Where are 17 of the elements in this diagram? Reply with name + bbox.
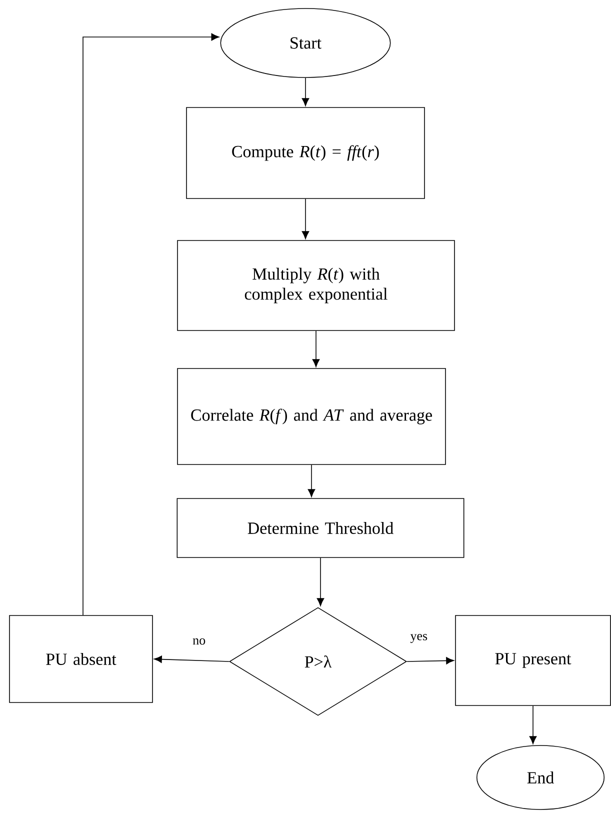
arrow — [529, 706, 537, 744]
process-box: PU absent — [9, 615, 153, 703]
arrow — [312, 330, 320, 368]
arrow — [316, 558, 324, 606]
process-box: Multiply R(t) with complex exponential — [177, 240, 455, 331]
arrow — [154, 656, 230, 663]
arrow — [308, 464, 316, 498]
process-box: Compute R(t) = fft(r) — [186, 107, 425, 199]
arrow — [302, 78, 310, 106]
edge-label: yes — [409, 633, 429, 644]
arrow — [406, 657, 454, 664]
edge-label: no — [192, 637, 207, 646]
process-box: PU present — [455, 615, 611, 706]
process-box: Correlate R(f) and AT and average — [177, 368, 446, 465]
process-box: Determine Threshold — [176, 498, 464, 558]
arrow — [302, 198, 310, 240]
arrow — [82, 33, 220, 616]
